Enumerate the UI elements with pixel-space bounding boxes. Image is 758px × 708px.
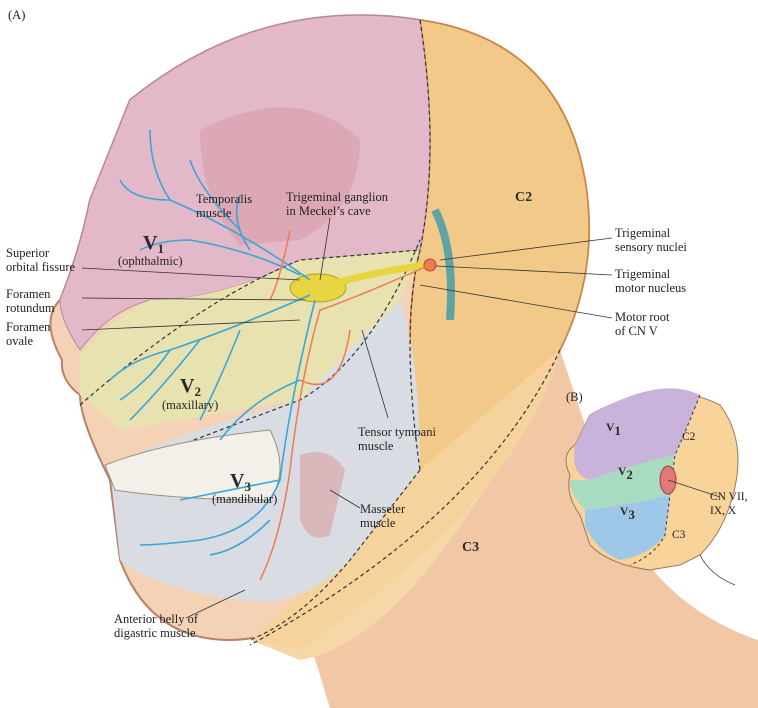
v2-num: 2 [194, 384, 201, 400]
c3-label: C3 [462, 540, 480, 555]
v3-label: V3 [230, 470, 251, 495]
v3-num: 3 [244, 479, 251, 495]
v3-branches [139, 299, 316, 556]
masseter-label: Masseter muscle [360, 502, 406, 530]
c2-label: C2 [515, 190, 533, 205]
tensor-tympani-label: Tensor tympani muscle [358, 425, 436, 453]
inset-v1-num: 1 [614, 423, 621, 439]
v1-name: (ophthalmic) [118, 254, 183, 268]
panel-b-label: (B) [566, 390, 583, 404]
inset-v3-num: 3 [628, 507, 635, 523]
panel-a-label: (A) [8, 8, 26, 22]
neck-shape [300, 350, 758, 708]
v1-label: V1 [143, 232, 164, 257]
sensory-nuclei [431, 208, 455, 321]
masseter-muscle [300, 452, 345, 538]
superior-orbital-fissure-label: Superior orbital fissure [6, 246, 76, 274]
v2-name: (maxillary) [162, 398, 219, 412]
temporalis-label: Temporalis muscle [196, 192, 253, 220]
v1-letter: V [143, 232, 158, 254]
inset-v1-label: V1 [606, 418, 621, 439]
inset-v1-letter: V [606, 422, 615, 434]
inset-cn-label: CN VII, IX, X [710, 491, 748, 517]
boundary-c3 [249, 349, 561, 646]
digastric-label: Anterior belly of digastric muscle [114, 612, 199, 640]
v2-branches [109, 294, 311, 421]
v1-num: 1 [157, 241, 164, 257]
v3-name: (mandibular) [212, 492, 278, 506]
leader-lines [81, 217, 613, 619]
inset-head [565, 388, 739, 586]
v2-label: V2 [180, 375, 201, 400]
boundary-jaw [249, 469, 421, 641]
foramen-ovale-label: Foramen ovale [6, 320, 51, 348]
foramen-rotundum-label: Foramen rotundum [6, 287, 55, 315]
boundary-c2 [409, 19, 431, 471]
inset-v2-label: V2 [618, 462, 633, 483]
motor-nerve [259, 229, 431, 581]
v3-letter: V [230, 470, 245, 492]
inset-c3-label: C3 [672, 529, 686, 541]
inset-v2-letter: V [618, 466, 627, 478]
inset-v2-num: 2 [626, 467, 633, 483]
v2-letter: V [180, 375, 195, 397]
v1-branches [119, 129, 311, 281]
motor-root-label: Motor root of CN V [615, 310, 670, 338]
skull-teeth [104, 429, 281, 501]
inset-c2-label: C2 [682, 431, 696, 443]
inset-v3-label: V3 [620, 502, 635, 523]
nerve-trunk [317, 261, 431, 292]
inset-v3-letter: V [620, 506, 629, 518]
temporalis-muscle [200, 107, 360, 245]
sensory-nuclei-label: Trigeminal sensory nuclei [615, 226, 687, 254]
motor-nucleus-label: Trigeminal motor nucleus [615, 267, 687, 295]
trigeminal-ganglion-label: Trigeminal ganglion in Meckel’s cave [286, 190, 388, 218]
